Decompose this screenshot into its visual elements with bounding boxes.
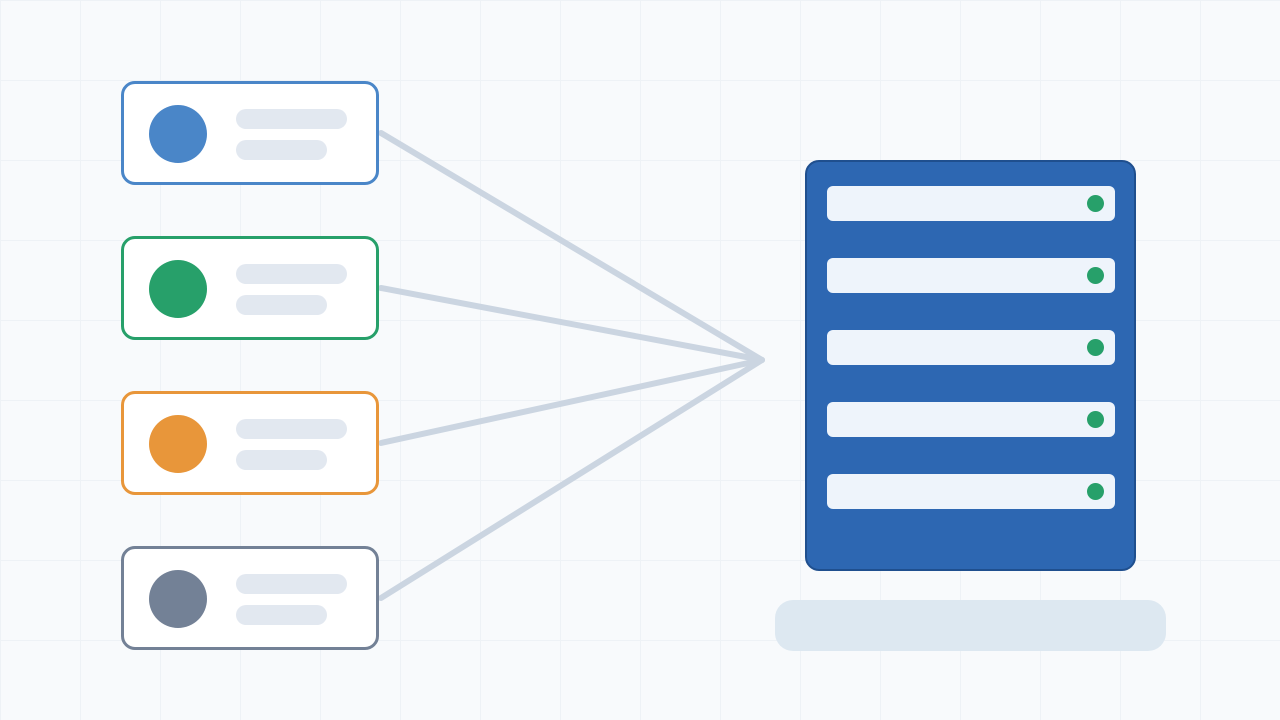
status-led-icon bbox=[1087, 195, 1104, 212]
user-avatar-icon bbox=[149, 105, 207, 163]
server-slot bbox=[827, 474, 1115, 509]
placeholder-text-line bbox=[236, 450, 327, 470]
client-card bbox=[121, 546, 379, 650]
status-led-icon bbox=[1087, 267, 1104, 284]
connector-line bbox=[378, 285, 765, 363]
server-slot bbox=[827, 258, 1115, 293]
server-slot bbox=[827, 186, 1115, 221]
user-avatar-icon bbox=[149, 570, 207, 628]
server-slot bbox=[827, 330, 1115, 365]
status-led-icon bbox=[1087, 411, 1104, 428]
placeholder-text-line bbox=[236, 140, 327, 160]
placeholder-text-line bbox=[236, 295, 327, 315]
status-led-icon bbox=[1087, 483, 1104, 500]
placeholder-text-line bbox=[236, 109, 347, 129]
connector-line bbox=[378, 357, 765, 446]
placeholder-text-line bbox=[236, 605, 327, 625]
user-avatar-icon bbox=[149, 260, 207, 318]
client-card bbox=[121, 391, 379, 495]
server-base-shadow bbox=[775, 600, 1166, 651]
server-rack-icon bbox=[805, 160, 1136, 571]
connector-line bbox=[378, 130, 765, 363]
placeholder-text-line bbox=[236, 419, 347, 439]
user-avatar-icon bbox=[149, 415, 207, 473]
client-card bbox=[121, 81, 379, 185]
client-card bbox=[121, 236, 379, 340]
placeholder-text-line bbox=[236, 264, 347, 284]
status-led-icon bbox=[1087, 339, 1104, 356]
connector-line bbox=[378, 357, 765, 601]
placeholder-text-line bbox=[236, 574, 347, 594]
server-slot bbox=[827, 402, 1115, 437]
